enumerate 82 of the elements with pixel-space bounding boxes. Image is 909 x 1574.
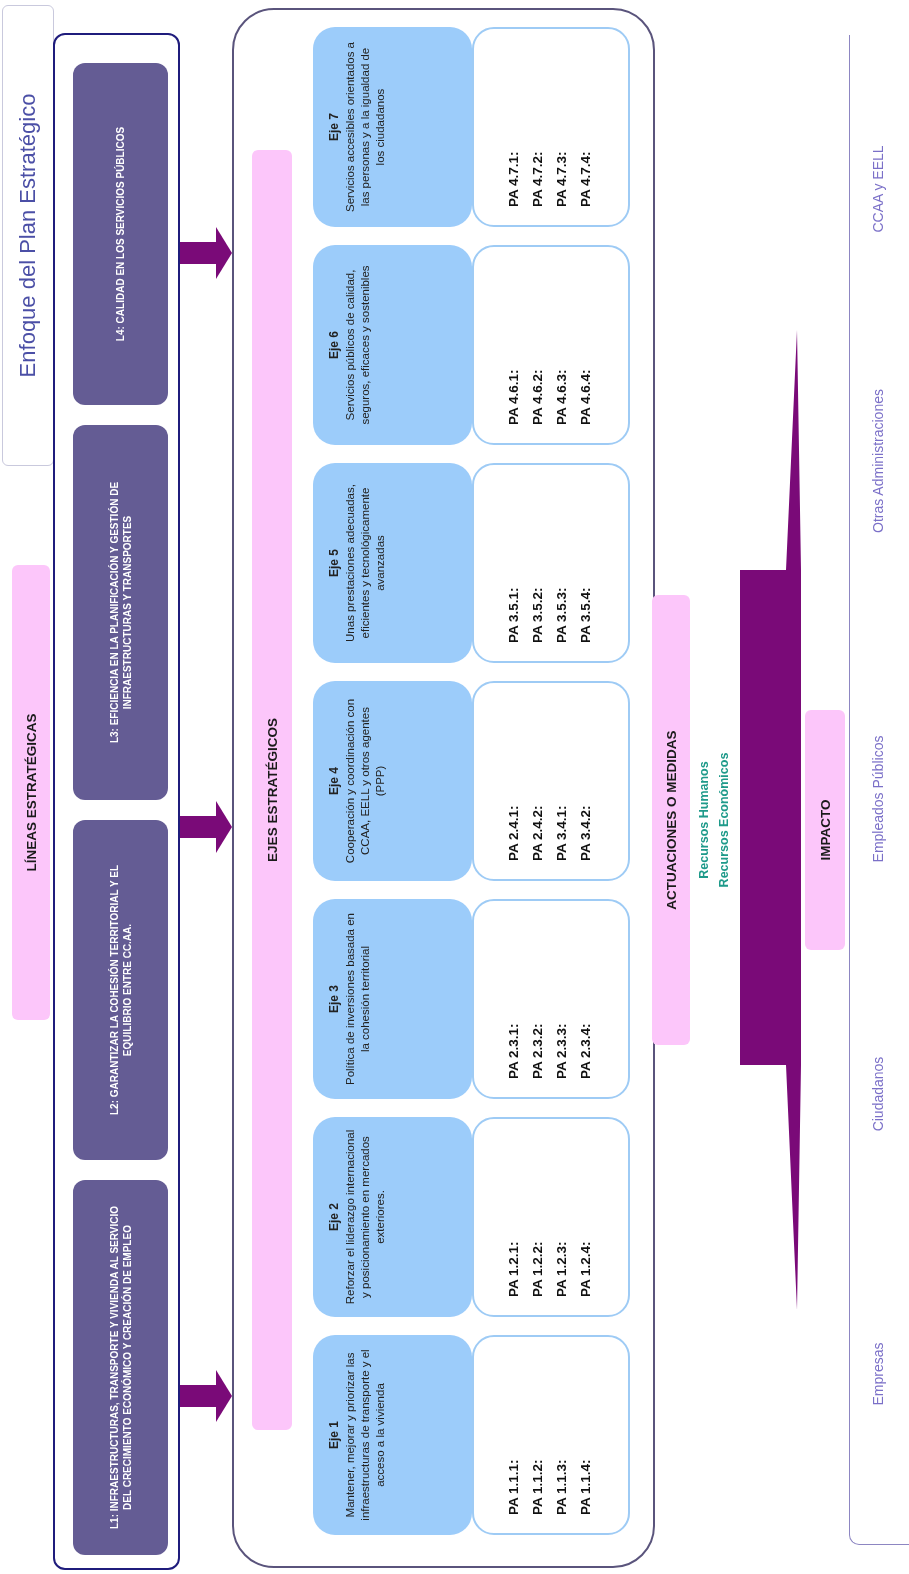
action-code: PA 2.3.4:	[577, 1022, 594, 1079]
action-code: PA 3.4.1:	[553, 804, 570, 861]
actions-box	[472, 899, 630, 1099]
action-code: PA 1.1.1:	[505, 1458, 522, 1515]
axis-heading: Eje 2	[327, 1202, 341, 1233]
axis-description: Servicios públicos de calidad, seguros, eficaces y sostenibles	[343, 264, 372, 427]
resource-label: Recursos Económicos	[717, 752, 731, 888]
block-arrow	[180, 1370, 232, 1422]
action-code: PA 4.6.4:	[577, 368, 594, 425]
axis-description: Cooperación y coordinación con CCAA, EELL y otros agentes (PPP)	[343, 697, 387, 866]
action-code: PA 1.1.4:	[577, 1458, 594, 1515]
action-code: PA 3.5.2:	[529, 586, 546, 643]
resource-label: Recursos Humanos	[697, 761, 711, 879]
axis-description: Política de inversiones basada en la cohesión territorial	[343, 912, 372, 1087]
section-heading: EJES ESTRATÉGICOS	[264, 718, 280, 862]
axis-heading: Eje 5	[327, 548, 341, 579]
action-code: PA 1.2.1:	[505, 1240, 522, 1297]
axis-box	[313, 1335, 472, 1535]
action-code: PA 4.7.3:	[553, 150, 570, 207]
block-arrow	[180, 801, 232, 853]
line-text: L4: CALIDAD EN LOS SERVICIOS PÚBLICOS	[114, 126, 127, 342]
stakeholder-panel	[849, 35, 909, 1545]
action-code: PA 2.3.3:	[553, 1022, 570, 1079]
section-band	[805, 710, 845, 950]
action-code: PA 3.4.2:	[577, 804, 594, 861]
action-code: PA 2.3.2:	[529, 1022, 546, 1079]
lines-panel	[53, 33, 180, 1570]
axis-description: Reforzar el liderazgo internacional y posicionamiento en mercados exteriores.	[343, 1129, 387, 1305]
axis-heading: Eje 3	[327, 984, 341, 1015]
section-heading: IMPACTO	[817, 799, 833, 861]
line-text: L3: EFICIENCIA EN LA PLANIFICACIÓN Y GESTIÓN DE INFRAESTRUCTURAS Y TRANSPORTES	[107, 480, 134, 746]
line-text: L2: GARANTIZAR LA COHESIÓN TERRITORIAL Y EL EQUILIBRIO ENTRE CC.AA.	[107, 864, 134, 1117]
action-code: PA 4.6.3:	[553, 368, 570, 425]
actions-box	[472, 1117, 630, 1317]
action-code: PA 2.4.2:	[529, 804, 546, 861]
axis-heading: Eje 4	[327, 766, 341, 797]
action-code: PA 1.2.3:	[553, 1240, 570, 1297]
stakeholder-label: Empresas	[870, 1342, 886, 1406]
block-arrow	[180, 227, 232, 279]
section-band	[652, 595, 690, 1045]
stakeholder-label: CCAA y EELL	[870, 145, 886, 233]
action-code: PA 4.7.2:	[529, 150, 546, 207]
actions-box	[472, 27, 630, 227]
axis-heading: Eje 1	[327, 1420, 341, 1451]
action-code: PA 1.1.2:	[529, 1458, 546, 1515]
action-code: PA 3.5.1:	[505, 586, 522, 643]
actions-box	[472, 1335, 630, 1535]
action-code: PA 2.4.1:	[505, 804, 522, 861]
stakeholder-label: Otras Administraciones	[870, 389, 886, 533]
actions-box	[472, 245, 630, 445]
axis-box	[313, 681, 472, 881]
action-code: PA 4.6.2:	[529, 368, 546, 425]
axis-description: Unas prestaciones adecuadas, eficientes y tecnológicamente avanzadas	[343, 483, 387, 644]
axis-heading: Eje 7	[327, 112, 341, 143]
action-code: PA 3.5.3:	[553, 586, 570, 643]
section-heading: LÍNEAS ESTRATÉGICAS	[23, 713, 39, 872]
line-text: L1: INFRAESTRUCTURAS, TRANSPORTE Y VIVIENDA AL SERVICIO DEL CRECIMIENTO ECONÓMICO Y CREACIÓN DE EMPLEO	[107, 1205, 134, 1531]
action-code: PA 2.3.1:	[505, 1022, 522, 1079]
axis-description: Servicios accesibles orientados a las personas y a la igualdad de los ciudadanos	[343, 41, 387, 214]
axis-box	[313, 899, 472, 1099]
section-band	[12, 565, 50, 1020]
diagram-title: Enfoque del Plan Estratégico	[15, 93, 41, 378]
axes-panel	[232, 8, 655, 1568]
axis-box	[313, 1117, 472, 1317]
action-code: PA 1.1.3:	[553, 1458, 570, 1515]
action-code: PA 1.2.2:	[529, 1240, 546, 1297]
action-code: PA 4.6.1:	[505, 368, 522, 425]
axis-box	[313, 245, 472, 445]
section-band	[252, 150, 292, 1430]
stakeholder-label: Empleados Públicos	[870, 735, 886, 863]
action-code: PA 4.7.4:	[577, 150, 594, 207]
action-code: PA 3.5.4:	[577, 586, 594, 643]
actions-box	[472, 463, 630, 663]
action-code: PA 1.2.4:	[577, 1240, 594, 1297]
axis-heading: Eje 6	[327, 330, 341, 361]
action-code: PA 4.7.1:	[505, 150, 522, 207]
axis-box	[313, 27, 472, 227]
axis-box	[313, 463, 472, 663]
section-heading: ACTUACIONES O MEDIDAS	[663, 730, 679, 910]
stakeholder-label: Ciudadanos	[870, 1056, 886, 1132]
axis-description: Mantener, mejorar y priorizar las infraestructuras de transporte y el acceso a la vivienda	[343, 1348, 387, 1523]
actions-box	[472, 681, 630, 881]
